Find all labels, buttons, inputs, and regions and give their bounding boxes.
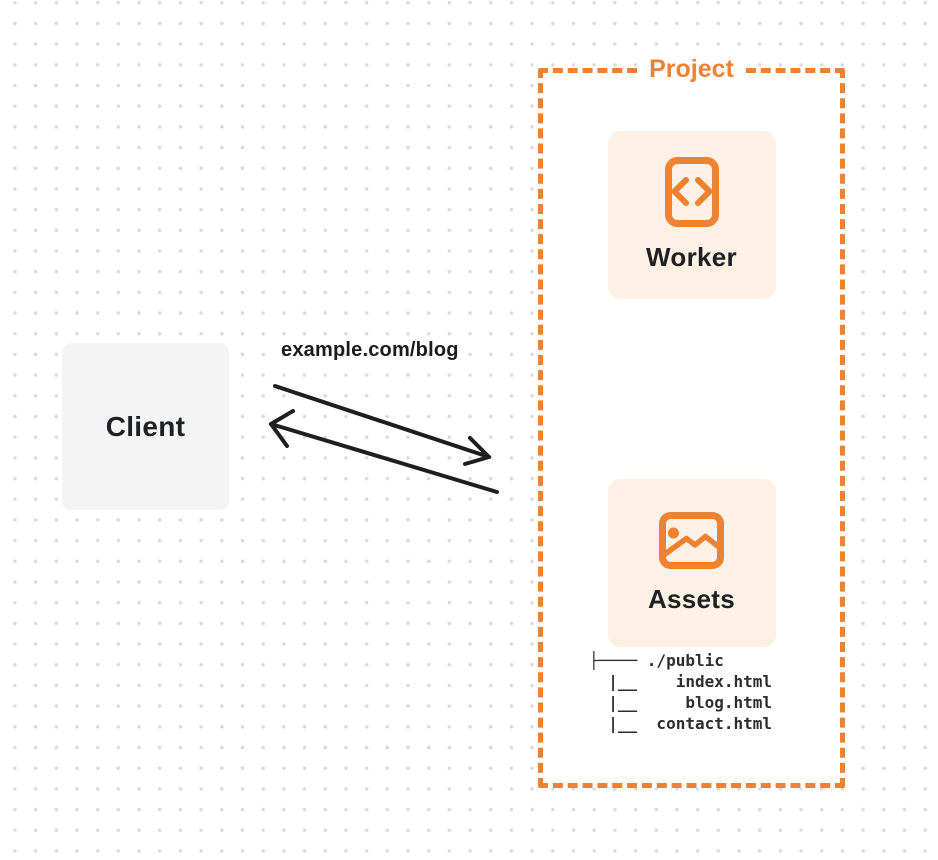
assets-card: Assets — [607, 479, 776, 647]
project-title: Project — [640, 54, 743, 84]
client-label: Client — [105, 410, 186, 442]
project-box: Project Worker Assets ├──── ./pub — [538, 54, 845, 788]
file-tree: ├──── ./public |__ index.html |__ blog.h… — [589, 650, 772, 734]
file-tree-line-blog: |__ blog.html — [589, 693, 773, 712]
worker-label: Worker — [646, 242, 737, 272]
file-tree-line-public: ├──── ./public — [589, 651, 724, 670]
image-mountains-shape — [659, 533, 724, 560]
file-tree-line-contact: |__ contact.html — [589, 714, 773, 733]
request-arrowhead-icon — [463, 436, 491, 466]
client-box: Client — [62, 343, 229, 510]
image-icon — [659, 511, 724, 569]
request-url-label: example.com/blog — [281, 339, 459, 361]
request-arrow-line — [273, 384, 491, 459]
file-tree-line-index: |__ index.html — [589, 672, 773, 691]
assets-label: Assets — [647, 583, 736, 614]
response-arrowhead-icon — [269, 409, 295, 448]
worker-card: Worker — [607, 131, 776, 299]
image-sun-shape — [668, 527, 679, 538]
response-arrow-line — [269, 422, 499, 494]
code-document-icon — [664, 157, 719, 227]
image-frame-shape — [659, 511, 724, 569]
